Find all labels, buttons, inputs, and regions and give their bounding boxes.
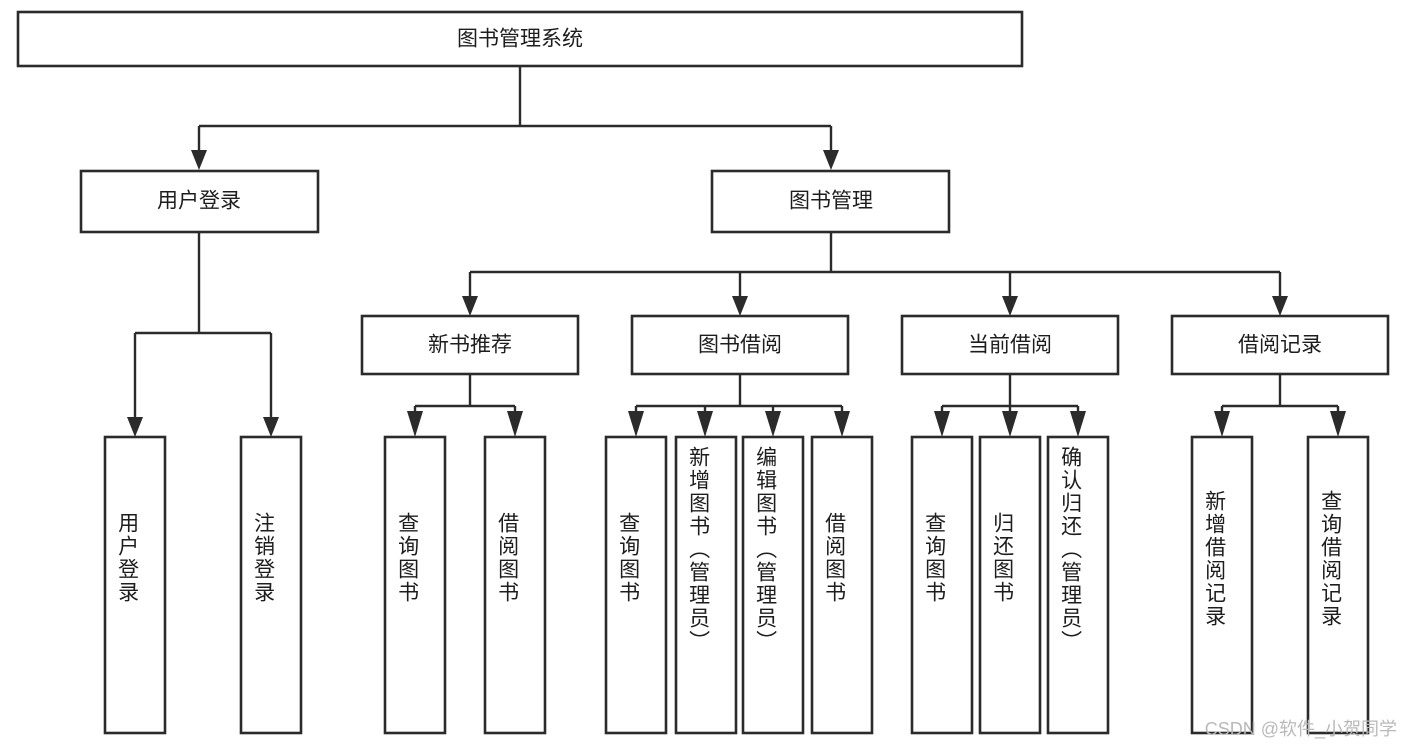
arrow-book-mgmt-to-new-book-icon	[462, 296, 478, 316]
leaf-current-confirm-return-admin-label: 确认归还（管理员）	[1059, 446, 1083, 653]
leaf-borrow-add-book-admin[interactable]: 新增图书（管理员）	[674, 435, 738, 735]
leaf-user-login-signout-label: 注销登录	[252, 512, 276, 604]
node-current-borrow-label: 当前借阅	[968, 334, 1052, 357]
arrow-book-mgmt-to-records-icon	[1272, 296, 1288, 316]
leaf-user-login-signin-label: 用户登录	[116, 512, 140, 604]
connector-group-new-book	[407, 374, 523, 437]
leaf-new-book-borrow-label: 借阅图书	[496, 512, 520, 604]
node-book-borrow[interactable]: 图书借阅	[630, 314, 850, 376]
connector-group-records	[1214, 374, 1346, 437]
arrow-borrow-leaf-4-icon	[834, 411, 850, 437]
connector-group-borrow	[628, 374, 850, 437]
leaf-user-login-signin[interactable]: 用户登录	[103, 435, 167, 735]
arrow-new-book-leaf-2-icon	[507, 411, 523, 437]
leaf-borrow-query-book[interactable]: 查询图书	[604, 435, 668, 735]
leaf-records-query-record[interactable]: 查询借阅记录	[1306, 435, 1370, 735]
connector-group-user-login	[127, 232, 279, 437]
leaf-records-add-record-label: 新增借阅记录	[1203, 490, 1227, 628]
leaf-records-add-record-box	[1190, 435, 1254, 735]
leaf-current-return-book-label: 归还图书	[991, 512, 1015, 604]
node-borrow-records-label: 借阅记录	[1238, 334, 1322, 357]
arrow-current-leaf-1-icon	[934, 411, 950, 437]
node-new-book-recommend-label: 新书推荐	[428, 334, 512, 357]
leaf-current-query-book-box	[910, 435, 974, 735]
node-user-login-label: 用户登录	[157, 190, 241, 213]
arrow-book-mgmt-to-borrow-icon	[732, 296, 748, 316]
leaf-user-login-signin-box	[103, 435, 167, 735]
node-root-system[interactable]: 图书管理系统	[16, 10, 1024, 68]
leaf-new-book-query-label: 查询图书	[396, 512, 420, 604]
node-book-management-label: 图书管理	[789, 190, 873, 213]
leaf-borrow-edit-book-admin[interactable]: 编辑图书（管理员）	[741, 435, 805, 735]
leaf-current-confirm-return-admin[interactable]: 确认归还（管理员）	[1046, 435, 1110, 735]
node-borrow-records[interactable]: 借阅记录	[1170, 314, 1390, 376]
arrow-user-login-leaf-1-icon	[127, 417, 143, 437]
leaf-new-book-borrow[interactable]: 借阅图书	[483, 435, 547, 735]
leaf-borrow-edit-book-admin-box	[741, 435, 805, 735]
leaf-new-book-query[interactable]: 查询图书	[383, 435, 447, 735]
arrow-borrow-leaf-3-icon	[765, 411, 781, 437]
node-new-book-recommend[interactable]: 新书推荐	[360, 314, 580, 376]
leaf-records-add-record[interactable]: 新增借阅记录	[1190, 435, 1254, 735]
arrow-borrow-leaf-2-icon	[697, 411, 713, 437]
node-root-system-label: 图书管理系统	[457, 28, 583, 51]
arrow-root-to-user-login-icon	[191, 150, 207, 170]
node-book-borrow-box	[630, 314, 850, 376]
leaf-borrow-query-book-box	[604, 435, 668, 735]
connector-group-root	[191, 66, 839, 170]
leaf-user-login-signout[interactable]: 注销登录	[239, 435, 303, 735]
leaf-records-query-record-label: 查询借阅记录	[1319, 490, 1343, 628]
node-book-management[interactable]: 图书管理	[710, 169, 951, 234]
leaf-current-confirm-return-admin-box	[1046, 435, 1110, 735]
node-current-borrow[interactable]: 当前借阅	[900, 314, 1120, 376]
leaf-borrow-borrow-book-box	[810, 435, 874, 735]
node-root-system-box	[16, 10, 1024, 68]
leaf-borrow-add-book-admin-label: 新增图书（管理员）	[687, 446, 711, 653]
arrow-records-leaf-2-icon	[1330, 411, 1346, 437]
leaf-current-query-book[interactable]: 查询图书	[910, 435, 974, 735]
connector-group-book-mgmt	[462, 232, 1288, 316]
arrow-current-leaf-3-icon	[1070, 411, 1086, 437]
arrow-user-login-leaf-2-icon	[263, 417, 279, 437]
leaf-records-query-record-box	[1306, 435, 1370, 735]
arrow-root-to-book-mgmt-icon	[823, 150, 839, 170]
connector-group-current	[934, 374, 1086, 437]
leaf-borrow-add-book-admin-box	[674, 435, 738, 735]
node-book-management-box	[710, 169, 951, 234]
arrow-new-book-leaf-1-icon	[407, 411, 423, 437]
leaf-borrow-query-book-label: 查询图书	[617, 512, 641, 604]
arrow-records-leaf-1-icon	[1214, 411, 1230, 437]
leaf-borrow-edit-book-admin-label: 编辑图书（管理员）	[754, 446, 778, 653]
leaf-borrow-borrow-book-label: 借阅图书	[823, 512, 847, 604]
leaf-new-book-query-box	[383, 435, 447, 735]
node-user-login-box	[79, 169, 320, 234]
leaf-current-query-book-label: 查询图书	[923, 512, 947, 604]
leaf-current-return-book[interactable]: 归还图书	[978, 435, 1042, 735]
leaf-current-return-book-box	[978, 435, 1042, 735]
leaf-user-login-signout-box	[239, 435, 303, 735]
node-current-borrow-box	[900, 314, 1120, 376]
node-user-login[interactable]: 用户登录	[79, 169, 320, 234]
node-book-borrow-label: 图书借阅	[698, 334, 782, 357]
watermark-label: CSDN @软件_小贺同学	[1204, 719, 1397, 739]
node-borrow-records-box	[1170, 314, 1390, 376]
arrow-current-leaf-2-icon	[1002, 411, 1018, 437]
arrow-book-mgmt-to-current-icon	[1002, 296, 1018, 316]
arrow-borrow-leaf-1-icon	[628, 411, 644, 437]
leaf-new-book-borrow-box	[483, 435, 547, 735]
leaf-borrow-borrow-book[interactable]: 借阅图书	[810, 435, 874, 735]
node-new-book-recommend-box	[360, 314, 580, 376]
